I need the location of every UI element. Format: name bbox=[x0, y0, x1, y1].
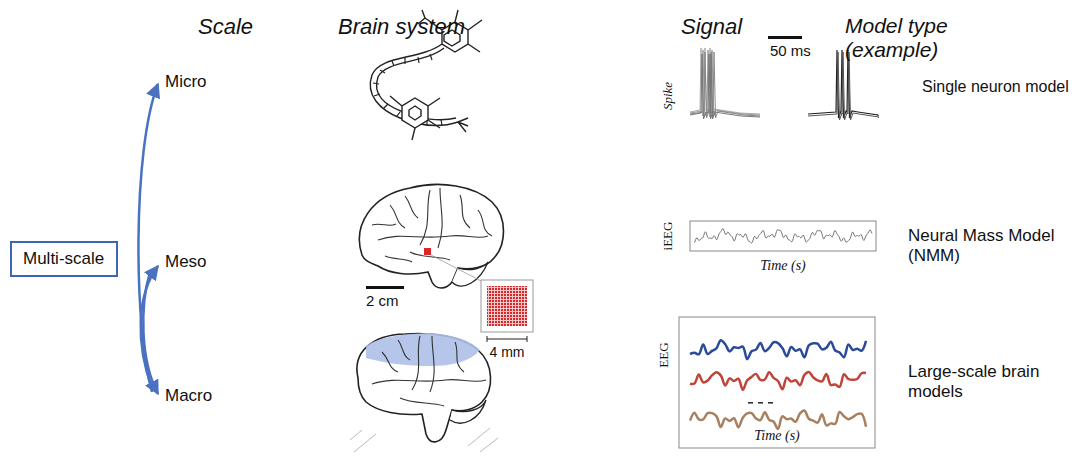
ellipsis-dots bbox=[748, 402, 773, 404]
scale-bar-label: 4 mm bbox=[490, 344, 525, 360]
scale-bar-label: 50 ms bbox=[770, 42, 811, 59]
column-header: Brain system bbox=[338, 14, 465, 39]
eeg-frame bbox=[679, 317, 875, 448]
brain-highlighted bbox=[350, 333, 498, 452]
scale-box: Multi-scale bbox=[10, 241, 118, 277]
model-type: Neural Mass Model (NMM) bbox=[908, 226, 1068, 265]
model-type: Single neuron model bbox=[922, 78, 1069, 96]
column-header: Model type (example) bbox=[845, 14, 973, 62]
axis-label: EEG bbox=[657, 342, 672, 367]
box-label: Multi-scale bbox=[23, 249, 105, 269]
column-header: Signal bbox=[681, 14, 742, 39]
scale-arrows bbox=[138, 84, 158, 394]
axis-label: Time (s) bbox=[760, 258, 806, 274]
axis-label: Spike bbox=[661, 82, 676, 110]
scale-label: Micro bbox=[165, 72, 207, 92]
axis-label: iEEG bbox=[661, 222, 676, 251]
ieeg-trace bbox=[694, 229, 872, 243]
model-type: Large-scale brain models bbox=[908, 362, 1068, 401]
ieeg-frame bbox=[690, 221, 876, 251]
scale-bar-label: 2 cm bbox=[366, 292, 399, 309]
axis-label: Time (s) bbox=[754, 428, 800, 444]
brain-lateral bbox=[359, 184, 533, 342]
scale-label: Meso bbox=[165, 252, 207, 272]
eeg-traces bbox=[690, 340, 866, 429]
column-header: Scale bbox=[198, 14, 253, 39]
scale-label: Macro bbox=[165, 386, 212, 406]
